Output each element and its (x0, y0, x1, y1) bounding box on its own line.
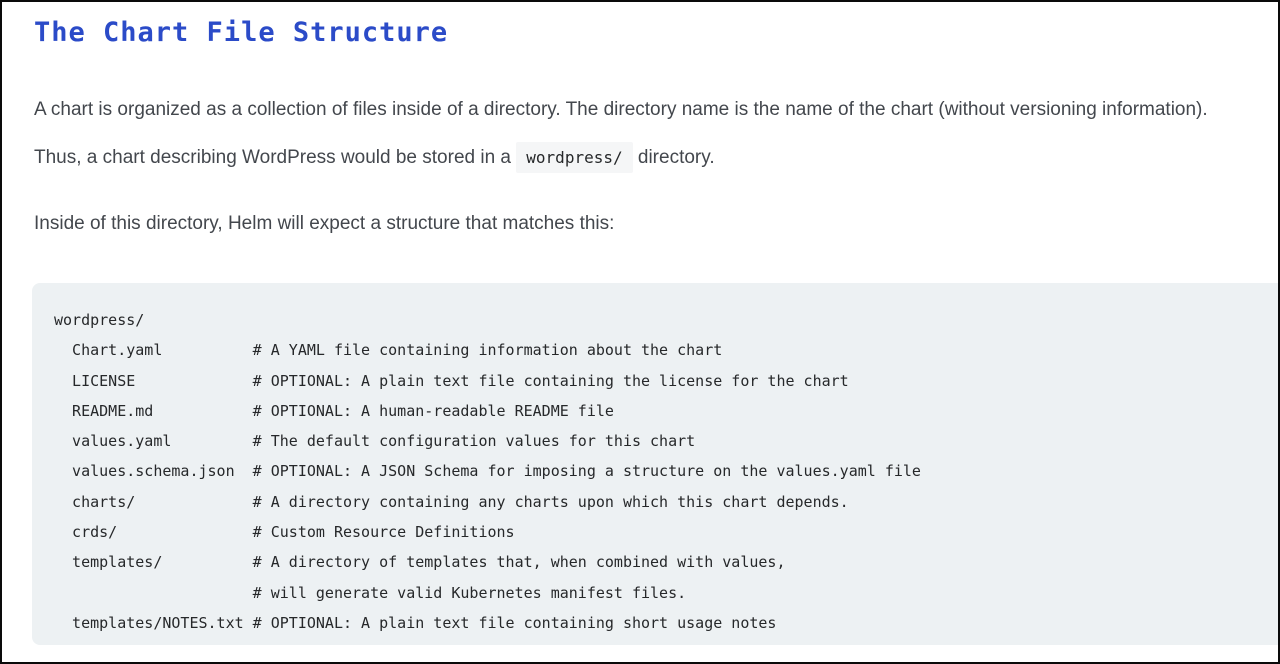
inline-code-wordpress: wordpress/ (516, 141, 633, 173)
intro-text-before: A chart is organized as a collection of … (34, 99, 1208, 168)
page-title: The Chart File Structure (34, 17, 449, 48)
structure-intro-paragraph: Inside of this directory, Helm will expe… (34, 213, 615, 234)
chart-structure-code-block: wordpress/ Chart.yaml # A YAML file cont… (32, 283, 1278, 645)
intro-paragraph: A chart is organized as a collection of … (34, 86, 1230, 181)
intro-text-after: directory. (632, 146, 715, 168)
